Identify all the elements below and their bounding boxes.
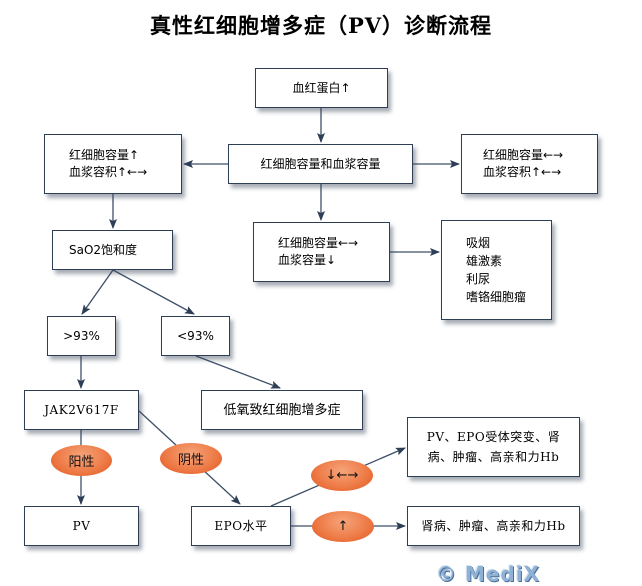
cause-item: 嗜铬细胞瘤: [466, 290, 527, 304]
node-jak2-text: JAK2V617F: [44, 402, 119, 417]
label-epo-low-normal-text: ↓←→: [325, 468, 359, 483]
label-negative: 阴性: [160, 443, 222, 474]
node-left-case: 红细胞容量↑ 血浆容积↑←→: [44, 134, 182, 194]
node-epo-text: EPO水平: [214, 518, 268, 533]
node-lt93: <93%: [161, 316, 230, 356]
label-positive: 阳性: [51, 445, 112, 476]
watermark: © MediX: [436, 562, 541, 586]
node-right-case: 红细胞容量←→ 血浆容积↑←→: [461, 134, 598, 194]
node-rbc-plasma-text: 红细胞容量和血浆容量: [260, 156, 381, 171]
label-epo-high-text: ↑: [337, 519, 349, 534]
node-gt93-text: >93%: [63, 328, 100, 343]
right-case-line-2: 血浆容积↑←→: [483, 165, 562, 179]
node-rbc-plasma: 红细胞容量和血浆容量: [228, 144, 413, 184]
edge-lt93-to-hypoxic: [195, 355, 281, 389]
node-lt93-text: <93%: [177, 328, 214, 343]
node-hypoxic: 低氧致红细胞增多症: [201, 390, 363, 430]
left-case-line-1: 红细胞容量↑: [69, 148, 140, 162]
node-sao2: SaO2饱和度: [52, 230, 173, 270]
node-pv: PV: [24, 506, 139, 546]
edge-sao2-to-gt93: [81, 269, 114, 315]
label-negative-text: 阴性: [177, 453, 204, 468]
node-middle-case: 红细胞容量←→ 血浆容量↓: [253, 222, 390, 282]
label-epo-low-normal: ↓←→: [311, 460, 373, 491]
cause-item: 利尿: [466, 272, 491, 286]
node-hemoglobin: 血红蛋白↑: [255, 68, 388, 108]
node-epo: EPO水平: [191, 506, 291, 546]
middle-case-line-1: 红细胞容量←→: [278, 236, 359, 250]
diagram-title: 真性红细胞增多症（PV）诊断流程: [149, 13, 493, 38]
node-hypoxic-text: 低氧致红细胞增多症: [223, 402, 341, 418]
node-hemoglobin-text: 血红蛋白↑: [292, 80, 351, 95]
label-epo-high: ↑: [312, 511, 374, 542]
node-sao2-text: SaO2饱和度: [69, 242, 138, 257]
cause-item: 吸烟: [466, 236, 491, 250]
cause-item: 雄激素: [466, 254, 503, 268]
left-case-line-2: 血浆容积↑←→: [69, 165, 148, 179]
node-gt93: >93%: [47, 316, 116, 356]
middle-case-line-2: 血浆容量↓: [278, 253, 337, 267]
node-pv-text: PV: [72, 518, 91, 533]
label-positive-text: 阳性: [68, 455, 95, 470]
node-jak2: JAK2V617F: [24, 390, 139, 430]
node-result-low: PV、EPO受体突变、肾病、肿瘤、高亲和力Hb: [407, 417, 580, 477]
node-causes: 吸烟 雄激素 利尿 嗜铬细胞瘤: [441, 220, 552, 320]
node-result-high-text: 肾病、肿瘤、高亲和力Hb: [421, 518, 566, 533]
node-result-high: 肾病、肿瘤、高亲和力Hb: [407, 506, 580, 546]
right-case-line-1: 红细胞容量←→: [483, 148, 564, 162]
edge-sao2-to-lt93: [112, 269, 195, 315]
node-result-low-text: PV、EPO受体突变、肾病、肿瘤、高亲和力Hb: [426, 430, 561, 464]
